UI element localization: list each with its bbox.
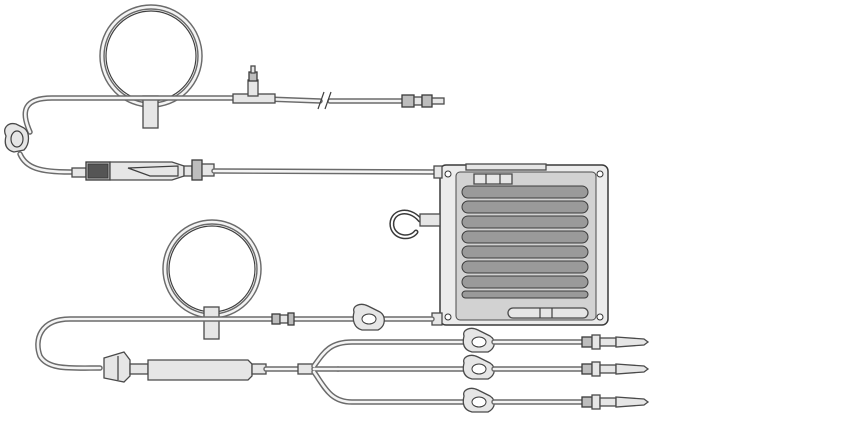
cassette-inlet-port xyxy=(433,165,443,179)
spike-connector-3 xyxy=(581,394,650,410)
cassette-screw-tr xyxy=(596,170,604,178)
upper-luer-connector xyxy=(401,94,445,108)
lower-tubing-coil xyxy=(162,219,262,319)
lower-coil-holder-tab xyxy=(203,306,220,340)
cassette-screw-tl xyxy=(444,170,452,178)
upper-tubing-set xyxy=(4,4,445,181)
upper-filter-chamber xyxy=(71,159,215,181)
lower-tubing-set xyxy=(35,219,650,413)
lower-pinch-clamp xyxy=(103,351,131,383)
branch-clamp-3 xyxy=(462,387,495,413)
tube-break-mark xyxy=(317,91,332,110)
cassette-screw-bl xyxy=(444,313,452,321)
spike-connector-2 xyxy=(581,361,650,377)
spike-connector-1 xyxy=(581,334,650,350)
lower-filter-chamber xyxy=(129,359,267,381)
branch-clamp-2 xyxy=(462,354,495,380)
lower-slide-clamp xyxy=(352,303,385,331)
branch-clamp-1 xyxy=(462,327,495,353)
cassette-fluid-channels xyxy=(461,185,589,299)
cassette-hanging-hook xyxy=(389,209,441,240)
y-manifold xyxy=(297,339,473,405)
t-connector-injection-port xyxy=(232,65,276,104)
upper-tubing-coil xyxy=(99,4,203,108)
pump-cassette xyxy=(389,163,609,326)
lower-inline-connector xyxy=(271,312,295,326)
upper-coil-holder-tab xyxy=(142,95,159,129)
cassette-screw-br xyxy=(596,313,604,321)
upper-roller-clamp xyxy=(4,122,30,153)
